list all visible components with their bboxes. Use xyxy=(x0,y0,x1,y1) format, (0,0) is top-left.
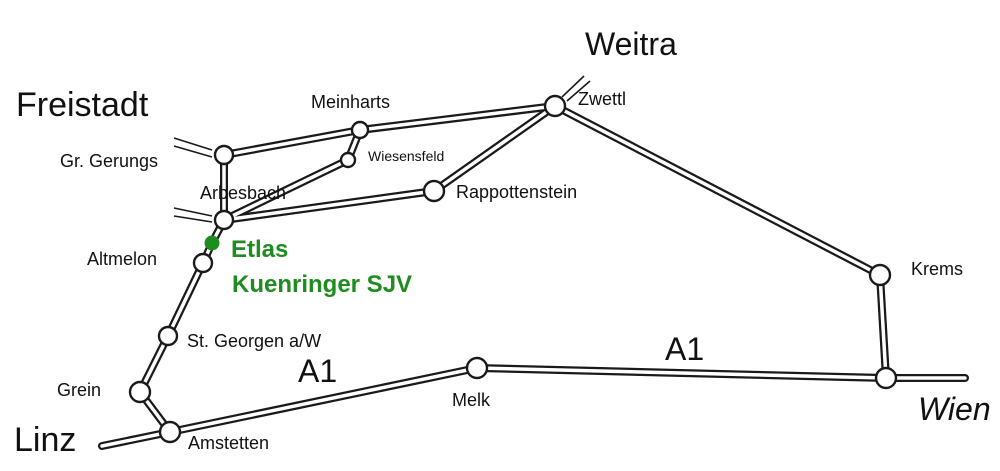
label-etlas: Etlas xyxy=(231,236,289,263)
label-grein: Grein xyxy=(57,380,102,400)
label-weitra: Weitra xyxy=(585,26,677,62)
label-a1-east: A1 xyxy=(665,331,705,367)
node-wiesensfeld xyxy=(339,151,357,169)
label-wien: Wien xyxy=(918,391,991,427)
road-zwettl-krems xyxy=(551,102,890,382)
node-wien xyxy=(874,366,898,390)
label-arbesbach: Arbesbach xyxy=(200,183,287,203)
node-rappottenstein xyxy=(422,179,446,203)
label-a1-west: A1 xyxy=(298,353,338,389)
node-altmelon xyxy=(192,252,214,274)
node-amstetten xyxy=(158,420,182,444)
label-st-georgen: St. Georgen a/W xyxy=(187,331,322,351)
label-krems: Krems xyxy=(911,259,964,279)
node-krems xyxy=(868,263,892,287)
node-etlas xyxy=(204,235,220,251)
label-amstetten: Amstetten xyxy=(188,433,270,453)
label-gr-gerungs: Gr. Gerungs xyxy=(60,151,159,171)
node-arbesbach xyxy=(213,209,235,231)
node-st-georgen xyxy=(157,325,179,347)
label-kuenringer-sjv: Kuenringer SJV xyxy=(232,271,413,298)
road-stubs xyxy=(173,75,591,223)
label-linz: Linz xyxy=(14,421,77,459)
label-melk: Melk xyxy=(452,390,491,410)
label-freistadt: Freistadt xyxy=(16,86,149,124)
label-meinharts: Meinharts xyxy=(311,92,391,112)
label-rappottenstein: Rappottenstein xyxy=(456,182,578,202)
label-zwettl: Zwettl xyxy=(578,89,627,109)
town-nodes xyxy=(128,94,898,444)
node-melk xyxy=(465,356,489,380)
label-altmelon: Altmelon xyxy=(87,249,158,269)
node-gr-gerungs xyxy=(213,144,235,166)
label-wiesensfeld: Wiesensfeld xyxy=(368,148,445,164)
node-zwettl xyxy=(543,94,567,118)
node-meinharts xyxy=(350,120,370,140)
node-grein xyxy=(128,380,152,404)
